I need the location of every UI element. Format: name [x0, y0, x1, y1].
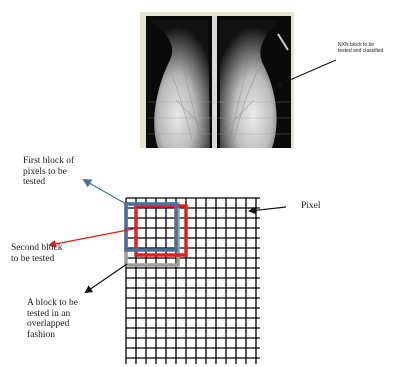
first-block-arrow: [84, 180, 126, 204]
first-block-label: First block of pixels to be tested: [23, 156, 74, 188]
nxn-block-label: NXN block to be tested and classified: [338, 43, 383, 54]
second-block-label: Second block to be tested: [11, 243, 62, 264]
mammogram-image: [140, 12, 294, 148]
pixel-label: Pixel: [301, 201, 321, 212]
pixel-grid: [126, 198, 260, 364]
overlap-block-label: A block to be tested in an overlapped fa…: [27, 298, 78, 341]
overlap-block-arrow: [86, 264, 127, 292]
first-block: [126, 204, 176, 250]
